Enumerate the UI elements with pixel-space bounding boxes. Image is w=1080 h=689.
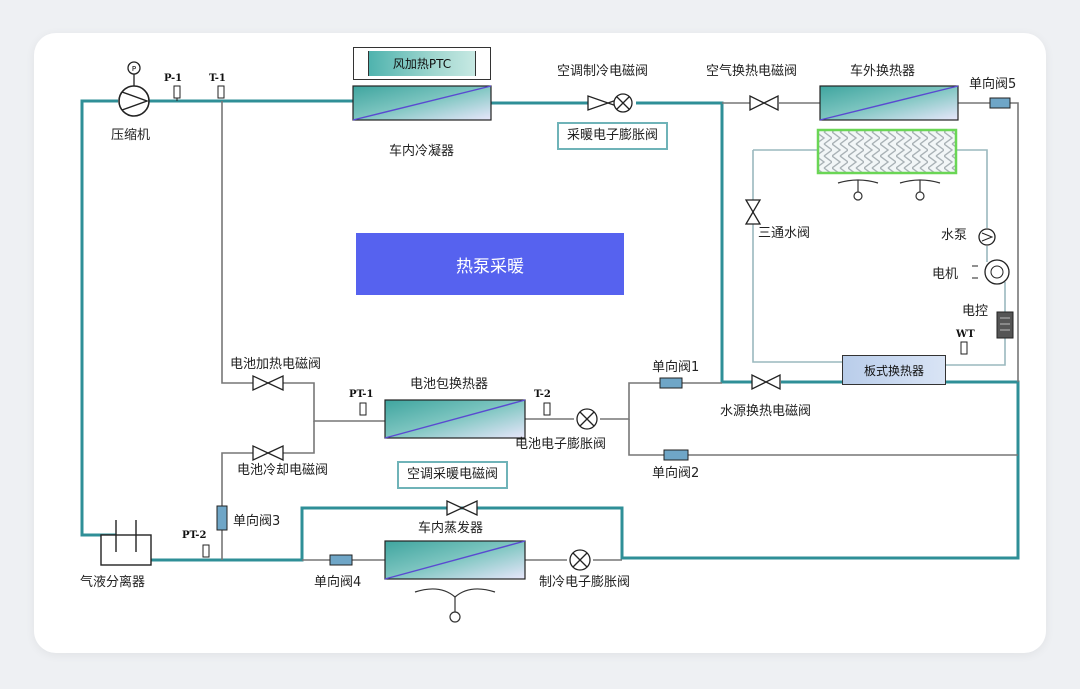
condenser-hx	[352, 85, 492, 121]
check1-label: 单向阀1	[652, 360, 700, 375]
sensor-p1-symbol	[173, 85, 181, 101]
ecu-symbol	[996, 311, 1014, 339]
expansion-valve-symbols	[569, 93, 633, 571]
sensor-pt1-symbol	[359, 402, 367, 416]
ac-heat-valve-symbol	[446, 499, 478, 517]
check3-symbol	[216, 505, 228, 531]
battery-exv-label: 电池电子膨胀阀	[515, 437, 607, 452]
plate-hx-label: 板式换热器	[842, 355, 946, 385]
sensor-p1-label: P-1	[164, 73, 183, 84]
ac-heat-valve-label: 空调采暖电磁阀	[397, 461, 509, 489]
sensor-t1-label: T-1	[209, 73, 226, 84]
check2-symbol	[663, 449, 689, 461]
air-hx-valve-label: 空气换热电磁阀	[706, 64, 798, 79]
check2-label: 单向阀2	[652, 466, 700, 481]
cool-exv-symbol	[569, 549, 591, 571]
check5-label: 单向阀5	[969, 77, 1017, 92]
evaporator-fan	[414, 588, 496, 623]
evaporator-label: 车内蒸发器	[418, 521, 484, 536]
ptc-label: 风加热PTC	[368, 51, 476, 76]
outdoor-hx-label: 车外换热器	[850, 64, 916, 79]
battery-hx-label: 电池包换热器	[410, 377, 489, 392]
sensor-t1-symbol	[217, 85, 225, 99]
motor-label: 电机	[932, 267, 959, 282]
evaporator-hx	[384, 540, 526, 580]
ptc-heater: 风加热PTC	[353, 47, 491, 80]
condenser-label: 车内冷凝器	[389, 144, 455, 159]
radiator	[816, 128, 958, 175]
outdoor-hx	[819, 85, 959, 121]
battery-heat-valve-symbol	[252, 374, 284, 392]
water-valve-label: 水源换热电磁阀	[720, 404, 812, 419]
check-valve-symbols	[216, 97, 1011, 566]
check1-symbol	[659, 377, 683, 389]
sensor-t2-label: T-2	[534, 389, 551, 400]
pipe-to-water-valve	[636, 101, 752, 384]
water-valve-symbol	[751, 373, 781, 391]
air-hx-valve-symbol	[749, 94, 779, 112]
ac-cool-valve-label: 空调制冷电磁阀	[557, 64, 649, 79]
sensor-pt2-symbol	[202, 544, 210, 558]
battery-hx	[384, 399, 526, 439]
valve-symbols	[252, 94, 781, 517]
heating-exv-label: 采暖电子膨胀阀	[557, 122, 669, 150]
compressor-symbol: P	[118, 61, 150, 117]
active-refrigerant-loop	[80, 99, 1020, 562]
compressor-label: 压缩机	[111, 128, 151, 143]
check4-symbol	[329, 554, 353, 566]
three-way-label: 三通水阀	[758, 226, 811, 241]
pump-symbol	[978, 228, 996, 246]
inactive-pipes	[221, 101, 1019, 561]
svg-text:P: P	[132, 65, 136, 73]
accumulator-symbol	[100, 520, 152, 566]
accumulator-label: 气液分离器	[80, 575, 146, 590]
check4-label: 单向阀4	[314, 575, 362, 590]
radiator-fans	[837, 179, 941, 201]
motor-symbol	[972, 259, 1010, 285]
three-way-valve-symbol	[744, 199, 762, 225]
sensor-wt-label: WT	[956, 329, 975, 340]
mode-banner: 热泵采暖	[356, 233, 624, 295]
pipe-compressor-to-accumulator	[80, 99, 118, 537]
battery-exv-symbol	[576, 408, 598, 430]
cool-exv-label: 制冷电子膨胀阀	[539, 575, 631, 590]
sensor-wt-symbol	[960, 341, 968, 355]
battery-heat-valve-label: 电池加热电磁阀	[230, 357, 322, 372]
check5-symbol	[989, 97, 1011, 109]
check3-label: 单向阀3	[233, 514, 281, 529]
pump-label: 水泵	[941, 228, 968, 243]
ecu-label: 电控	[962, 304, 989, 319]
sensor-pt1-label: PT-1	[349, 389, 374, 400]
heating-exv-symbol	[613, 93, 633, 113]
pipe-return-loop	[134, 380, 1020, 562]
battery-cool-valve-symbol	[252, 444, 284, 462]
sensor-pt2-label: PT-2	[182, 530, 207, 541]
sensor-t2-symbol	[543, 402, 551, 416]
battery-cool-valve-label: 电池冷却电磁阀	[237, 463, 329, 478]
